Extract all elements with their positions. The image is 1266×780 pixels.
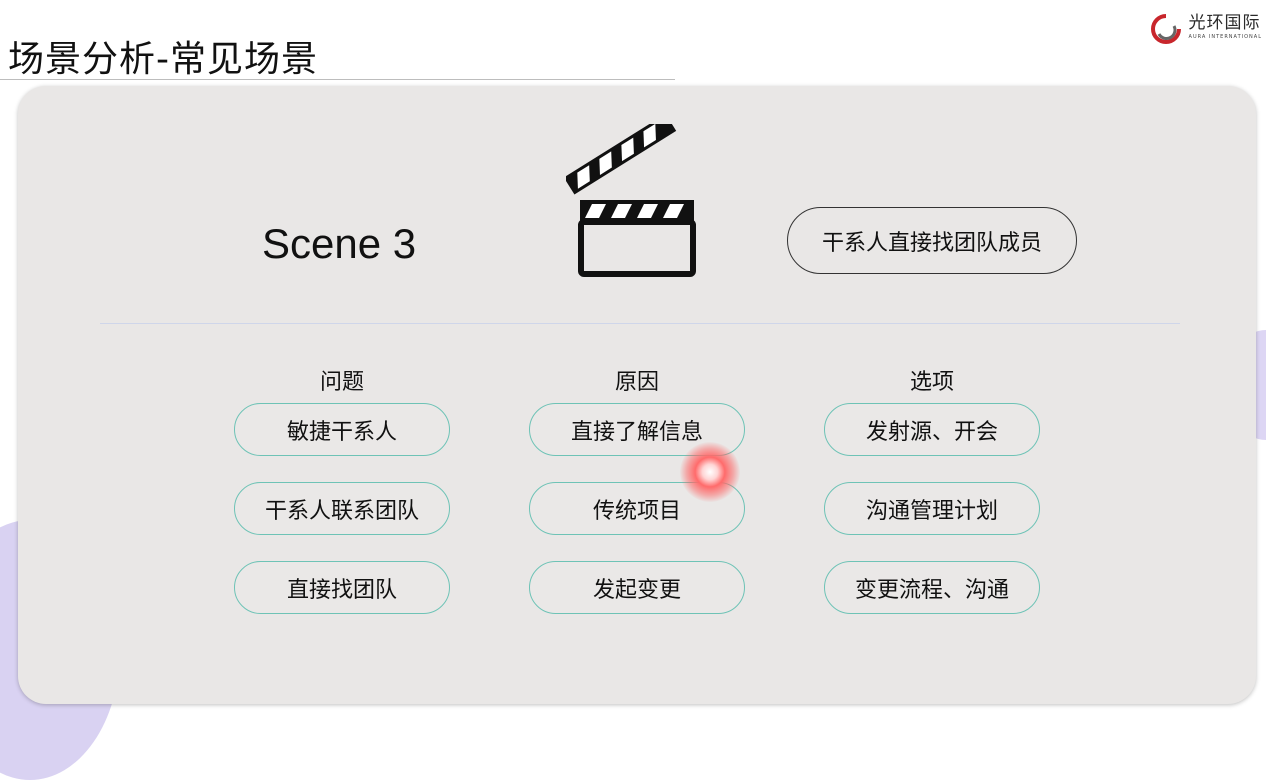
- problem-item: 敏捷干系人: [234, 403, 450, 456]
- logo-english-text: AURA INTERNATIONAL: [1188, 34, 1262, 40]
- option-item: 变更流程、沟通: [824, 561, 1040, 614]
- cause-item: 直接了解信息: [529, 403, 745, 456]
- title-underline: [0, 79, 675, 80]
- aura-logo-icon: [1150, 14, 1181, 44]
- column-heading-cause: 原因: [614, 370, 659, 395]
- page-title: 场景分析-常见场景: [8, 39, 318, 80]
- logo-chinese-text: 光环国际: [1188, 13, 1261, 33]
- brand-logo: 光环国际 AURA INTERNATIONAL: [1149, 12, 1262, 46]
- problem-item: 干系人联系团队: [234, 482, 450, 535]
- option-item: 发射源、开会: [824, 403, 1040, 456]
- problem-item: 直接找团队: [234, 561, 450, 614]
- scene-description-pill: 干系人直接找团队成员: [787, 207, 1077, 274]
- cause-item: 发起变更: [529, 561, 745, 614]
- option-item: 沟通管理计划: [824, 482, 1040, 535]
- column-heading-problem: 问题: [319, 370, 364, 395]
- section-divider: [100, 323, 1180, 324]
- clapperboard-icon: [566, 124, 696, 277]
- column-heading-option: 选项: [909, 370, 954, 395]
- laser-pointer-dot: [680, 442, 740, 502]
- scene-label: Scene 3: [262, 220, 417, 267]
